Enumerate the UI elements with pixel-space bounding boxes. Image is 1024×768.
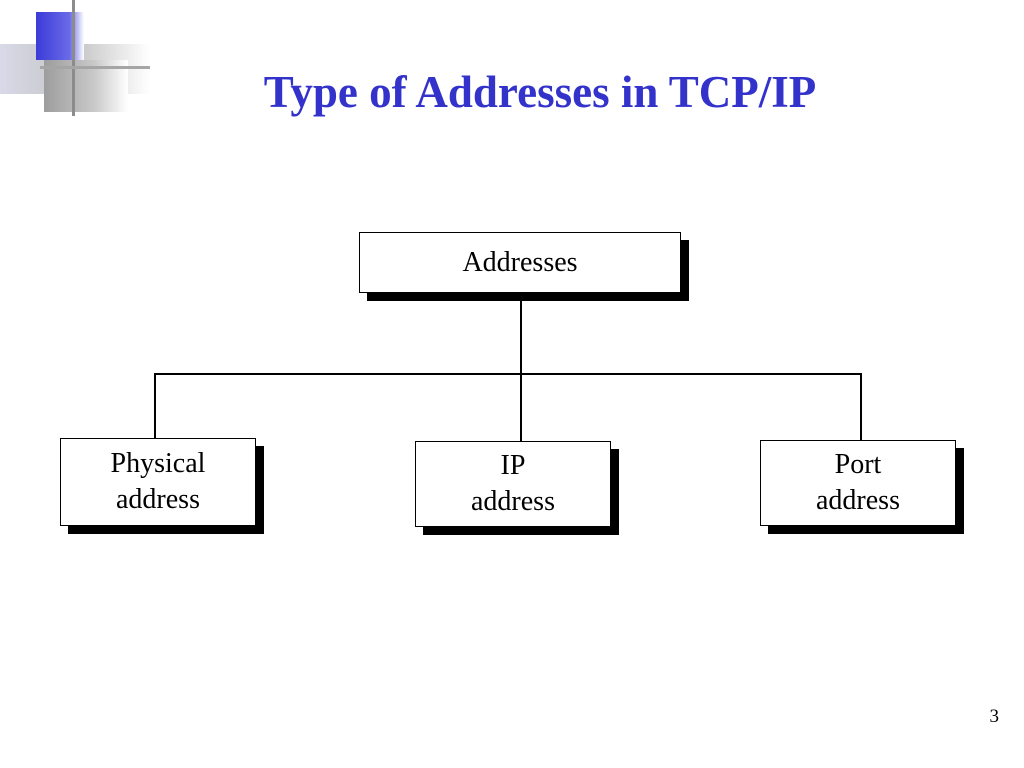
corner-decoration	[0, 0, 160, 120]
branch-line-physical	[154, 373, 156, 440]
node-port-address: Port address	[760, 440, 956, 526]
node-physical-address-label: Physical address	[110, 448, 206, 515]
root-stem-line	[520, 292, 522, 374]
slide-title: Type of Addresses in TCP/IP	[263, 67, 817, 117]
branch-line-port	[860, 373, 862, 442]
corner-horizontal-rule	[40, 66, 150, 69]
node-addresses: Addresses	[359, 232, 681, 293]
corner-vertical-rule	[72, 0, 75, 116]
node-physical-address: Physical address	[60, 438, 256, 526]
node-port-address-label: Port address	[816, 449, 900, 516]
node-ip-address: IP address	[415, 441, 611, 527]
corner-blue-square	[36, 12, 84, 60]
slide-number: 3	[989, 706, 1000, 727]
branch-horizontal-line	[154, 373, 862, 375]
node-ip-address-label: IP address	[471, 450, 555, 517]
branch-line-ip	[520, 373, 522, 442]
node-addresses-label: Addresses	[462, 246, 578, 278]
